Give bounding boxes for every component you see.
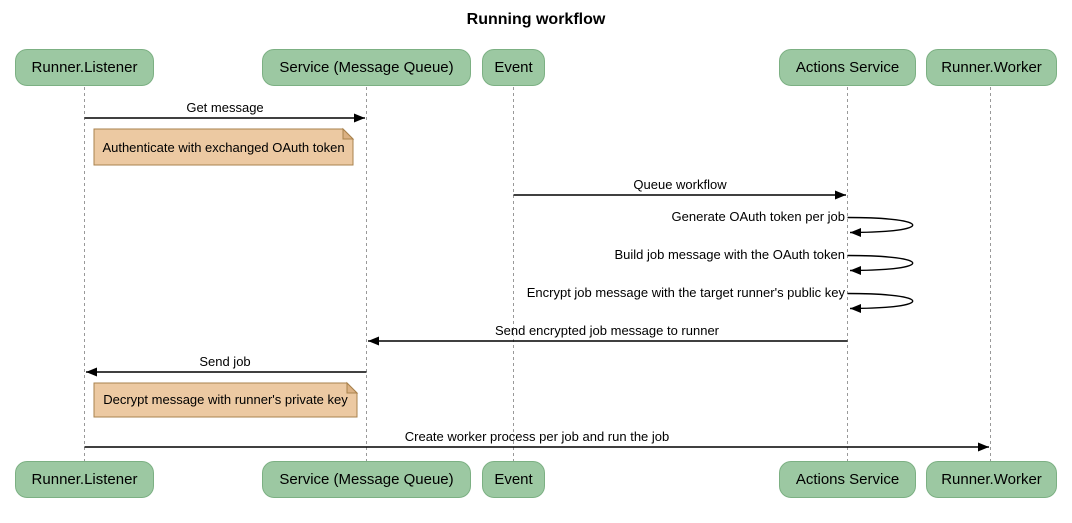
- message-send-encrypted-job: Send encrypted job message to runner: [494, 323, 720, 338]
- note-text-authenticate: Authenticate with exchanged OAuth token: [102, 140, 345, 155]
- participant-runner-listener-top: Runner.Listener: [15, 49, 154, 86]
- message-get-message: Get message: [186, 100, 264, 115]
- participant-label: Runner.Listener: [31, 59, 138, 76]
- message-build-job-message: Build job message with the OAuth token: [614, 247, 845, 262]
- participant-label: Event: [494, 471, 533, 488]
- participant-label: Runner.Worker: [941, 471, 1042, 488]
- message-create-worker-process: Create worker process per job and run th…: [404, 429, 670, 444]
- participant-label: Service (Message Queue): [279, 471, 454, 488]
- message-encrypt-job-message: Encrypt job message with the target runn…: [526, 285, 845, 300]
- message-send-job: Send job: [199, 354, 251, 369]
- participant-runner-worker-top: Runner.Worker: [926, 49, 1057, 86]
- participant-label: Runner.Worker: [941, 59, 1042, 76]
- participant-actions-service-top: Actions Service: [779, 49, 916, 86]
- participant-label: Runner.Listener: [31, 471, 138, 488]
- diagram-title: Running workflow: [466, 11, 606, 28]
- note-text-decrypt: Decrypt message with runner's private ke…: [103, 392, 348, 407]
- message-generate-oauth-token: Generate OAuth token per job: [671, 209, 845, 224]
- self-arrow-encrypt-job-message: [847, 292, 914, 313]
- participant-actions-service-bottom: Actions Service: [779, 461, 916, 498]
- message-queue-workflow: Queue workflow: [633, 177, 727, 192]
- participant-event-bottom: Event: [482, 461, 545, 498]
- note-decrypt-private-key: [93, 381, 359, 418]
- note-authenticate-oauth: [93, 127, 355, 166]
- participant-label: Service (Message Queue): [279, 59, 454, 76]
- self-arrow-build-job-message: [847, 254, 914, 275]
- self-arrow-generate-oauth-token: [847, 216, 914, 237]
- participant-service-message-queue-top: Service (Message Queue): [262, 49, 471, 86]
- participant-label: Event: [494, 59, 533, 76]
- participant-label: Actions Service: [795, 471, 900, 488]
- participant-service-message-queue-bottom: Service (Message Queue): [262, 461, 471, 498]
- participant-event-top: Event: [482, 49, 545, 86]
- participant-label: Actions Service: [795, 59, 900, 76]
- participant-runner-listener-bottom: Runner.Listener: [15, 461, 154, 498]
- participant-runner-worker-bottom: Runner.Worker: [926, 461, 1057, 498]
